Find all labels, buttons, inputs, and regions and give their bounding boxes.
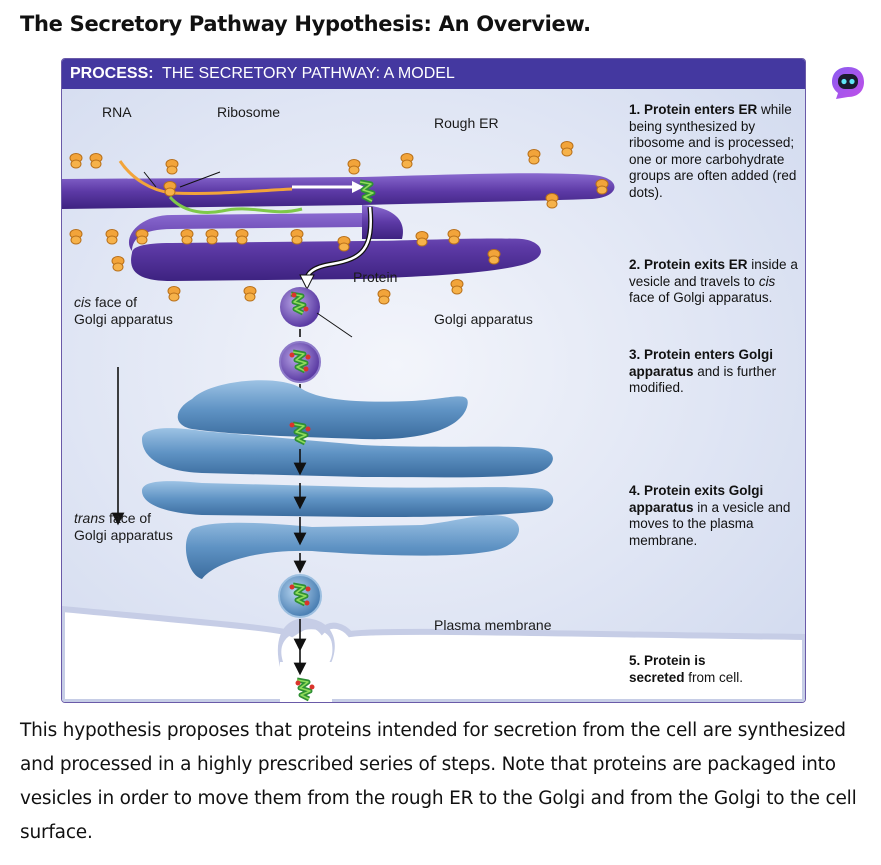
secretory-pathway-illustration: [62, 89, 805, 702]
trans-face-italic: trans: [74, 510, 106, 526]
rough-er-label: Rough ER: [434, 115, 499, 131]
step-1: 1. Protein enters ER while being synthes…: [629, 102, 799, 201]
figure-header-title: THE SECRETORY PATHWAY: A MODEL: [162, 65, 455, 82]
golgi-apparatus-label: Golgi apparatus: [434, 311, 533, 327]
step-4-title: 4. Protein exits Golgi apparatus: [629, 483, 764, 515]
step-3-text: and is further modified.: [629, 363, 777, 396]
step-2-text-a: inside a vesicle and travels to: [629, 257, 798, 289]
secretory-pathway-figure: PROCESS: THE SECRETORY PATHWAY: A MODEL: [61, 58, 806, 703]
step-4-text: in a vesicle and moves to the plasma mem…: [629, 499, 791, 548]
golgi-apparatus: [142, 380, 554, 579]
rough-er-lower-sheet: [128, 213, 541, 281]
step-2-text-b: face of Golgi apparatus.: [629, 290, 773, 305]
step-5-title: secreted: [629, 669, 685, 685]
ribosome-label: Ribosome: [217, 104, 281, 120]
secreted-protein: [296, 680, 315, 699]
step-1-text: while being synthesized by ribosome and …: [629, 102, 797, 200]
step-3: 3. Protein enters Golgi apparatus and is…: [629, 347, 799, 397]
cis-face-rest: face of: [91, 294, 138, 310]
step-2: 2. Protein exits ER inside a vesicle and…: [629, 257, 799, 307]
step-5-pre: 5. Protein is: [629, 653, 706, 668]
protein-label: Protein: [353, 269, 398, 285]
figure-header-process-label: PROCESS:: [70, 65, 154, 82]
assistant-bot-icon[interactable]: [830, 65, 866, 101]
step-3-title: 3. Protein enters Golgi apparatus: [629, 347, 774, 379]
step-4: 4. Protein exits Golgi apparatus in a ve…: [629, 483, 799, 549]
cis-face-line2: Golgi apparatus: [74, 311, 173, 327]
rna-label: RNA: [102, 104, 132, 120]
figure-caption: This hypothesis proposes that proteins i…: [20, 720, 857, 843]
trans-face-line2: Golgi apparatus: [74, 527, 173, 543]
plasma-membrane: [62, 605, 805, 702]
page-title: The Secretory Pathway Hypothesis: An Ove…: [20, 12, 591, 36]
trans-face-rest: face of: [105, 510, 152, 526]
plasma-membrane-label: Plasma membrane: [434, 617, 552, 633]
figure-header: PROCESS: THE SECRETORY PATHWAY: A MODEL: [62, 59, 805, 89]
nascent-protein: [168, 195, 303, 214]
step-5-text: from cell.: [684, 669, 744, 685]
cis-face-italic: cis: [74, 294, 92, 310]
step-1-title: 1. Protein enters ER: [629, 102, 758, 117]
rough-er-upper-sheet: [62, 173, 615, 209]
step-2-italic: cis: [758, 273, 776, 289]
step-2-title: 2. Protein exits ER: [629, 257, 748, 272]
